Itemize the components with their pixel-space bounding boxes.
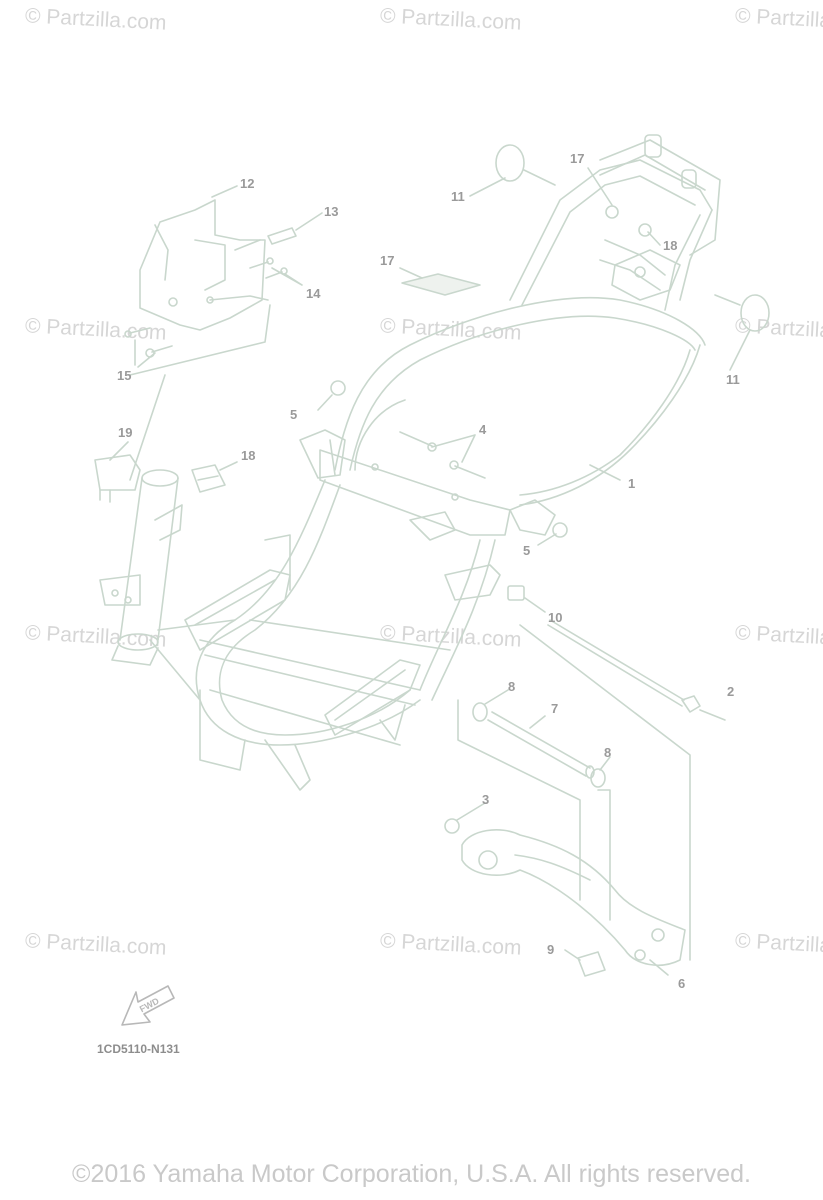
callout-2: 2 <box>727 684 735 699</box>
callout-13: 13 <box>324 204 339 219</box>
upper-bracket <box>139 199 269 331</box>
callout-18: 18 <box>241 448 256 463</box>
callout-11-left: 11 <box>451 189 465 204</box>
callout-14: 14 <box>306 286 321 301</box>
callout-5-upper: 5 <box>290 407 298 422</box>
diagram-code: 1CD5110-N131 <box>97 1042 180 1056</box>
callout-17-upper: 17 <box>570 151 585 166</box>
callout-3: 3 <box>482 792 490 807</box>
callout-11-right: 11 <box>726 372 740 387</box>
main-frame <box>184 134 721 791</box>
callout-10: 10 <box>548 610 563 625</box>
fwd-arrow-icon <box>121 985 175 1026</box>
callout-1: 1 <box>628 476 636 491</box>
callout-5-lower: 5 <box>523 543 531 558</box>
callout-16: 17 <box>380 253 395 268</box>
callout-6: 6 <box>678 976 686 991</box>
callout-8-left: 8 <box>508 679 516 694</box>
head-pipe <box>99 469 236 701</box>
copyright-notice: ©2016 Yamaha Motor Corporation, U.S.A. A… <box>72 1160 751 1188</box>
callout-9: 9 <box>547 942 555 957</box>
callout-17-lower: 18 <box>663 238 678 253</box>
callout-7: 7 <box>551 701 559 716</box>
callout-4: 4 <box>479 422 487 437</box>
callout-12: 12 <box>240 176 255 191</box>
callout-8-right: 8 <box>604 745 612 760</box>
callout-15: 15 <box>117 368 132 383</box>
callout-19: 19 <box>118 425 133 440</box>
